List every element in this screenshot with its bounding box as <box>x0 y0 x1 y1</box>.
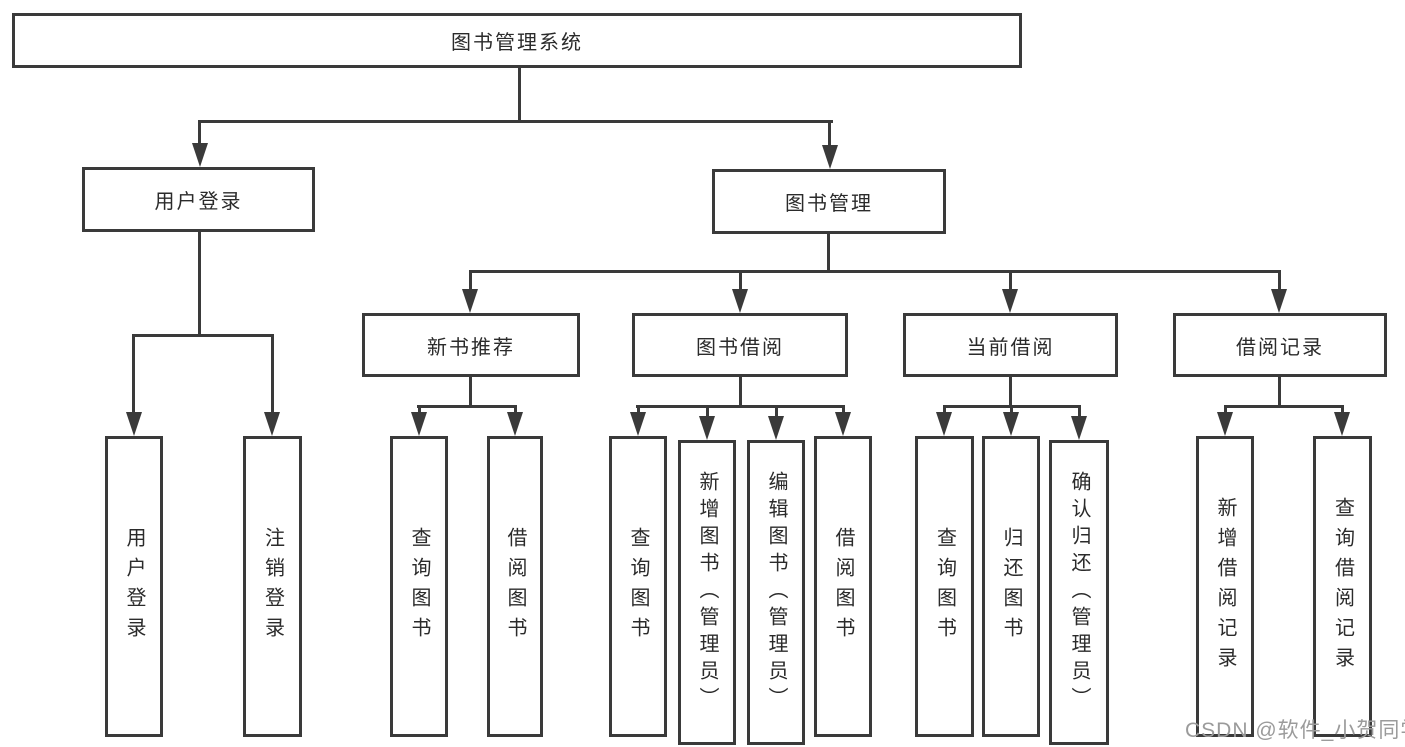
leaf-cb-return-books-label: 归还图书 <box>1000 526 1022 647</box>
edge-cb-leaf3 <box>1078 405 1081 423</box>
leaf-cb-confirm-return-admin: 确认归还（管理员） <box>1049 440 1109 745</box>
leaf-user-login-label: 用户登录 <box>123 526 145 647</box>
edge-to-book-mgmt <box>828 120 831 148</box>
edge-user-login-span <box>132 334 274 337</box>
arrowhead-cb-leaf1 <box>936 412 952 436</box>
edge-borrow-records-span <box>1224 405 1344 408</box>
node-book-mgmt-label: 图书管理 <box>785 193 873 215</box>
arrowhead-cb-leaf3 <box>1071 416 1087 440</box>
arrowhead-new-books <box>462 289 478 313</box>
leaf-user-login: 用户登录 <box>105 436 163 737</box>
edge-book-mgmt-drop <box>827 234 830 272</box>
leaf-bb-borrow-books-label: 借阅图书 <box>832 526 854 647</box>
node-root: 图书管理系统 <box>12 13 1022 68</box>
arrowhead-book-borrow <box>732 289 748 313</box>
arrowhead-nb-leaf2 <box>507 412 523 436</box>
leaf-br-add-record-label: 新增借阅记录 <box>1214 496 1236 677</box>
arrowhead-bb-leaf1 <box>630 412 646 436</box>
leaf-cb-query-books: 查询图书 <box>915 436 974 737</box>
leaf-br-add-record: 新增借阅记录 <box>1196 436 1254 737</box>
node-user-login: 用户登录 <box>82 167 315 232</box>
watermark-text: CSDN @软件_小贺同学 <box>1185 719 1405 742</box>
edge-to-user-login <box>198 120 201 148</box>
leaf-logout-label: 注销登录 <box>261 526 284 647</box>
edge-book-borrow-drop <box>739 375 742 407</box>
edge-level3-span <box>469 270 1281 273</box>
arrowhead-br-leaf1 <box>1217 412 1233 436</box>
arrowhead-leaf-login <box>126 412 142 436</box>
edge-to-borrow-records <box>1278 270 1281 292</box>
edge-to-book-borrow <box>739 270 742 292</box>
arrowhead-br-leaf2 <box>1334 412 1350 436</box>
edge-new-books-span <box>417 405 517 408</box>
arrowhead-book-mgmt <box>822 145 838 169</box>
node-user-login-label: 用户登录 <box>154 191 243 213</box>
leaf-bb-query-books: 查询图书 <box>609 436 667 737</box>
arrowhead-bb-leaf2 <box>699 416 715 440</box>
arrowhead-user-login <box>192 143 208 167</box>
leaf-cb-return-books: 归还图书 <box>982 436 1040 737</box>
watermark: CSDN @软件_小贺同学 <box>1185 714 1405 744</box>
edge-borrow-records-drop <box>1278 375 1281 407</box>
node-book-borrow: 图书借阅 <box>632 313 848 377</box>
edge-book-borrow-span <box>636 405 845 408</box>
leaf-nb-query-books: 查询图书 <box>390 436 448 737</box>
leaf-nb-query-books-label: 查询图书 <box>408 526 430 647</box>
node-book-borrow-label: 图书借阅 <box>696 336 784 359</box>
leaf-bb-query-books-label: 查询图书 <box>627 526 649 647</box>
node-root-label: 图书管理系统 <box>451 32 583 54</box>
leaf-bb-edit-books-admin-label: 编辑图书（管理员） <box>765 471 787 714</box>
edge-current-borrow-drop <box>1009 375 1012 407</box>
node-current-borrow-label: 当前借阅 <box>966 336 1055 359</box>
node-book-mgmt: 图书管理 <box>712 169 946 234</box>
arrowhead-borrow-records <box>1271 289 1287 313</box>
node-borrow-records: 借阅记录 <box>1173 313 1387 377</box>
leaf-cb-confirm-return-admin-label: 确认归还（管理员） <box>1068 471 1090 714</box>
leaf-br-query-record: 查询借阅记录 <box>1313 436 1372 737</box>
node-new-books-label: 新书推荐 <box>427 336 515 359</box>
leaf-cb-query-books-label: 查询图书 <box>933 526 956 647</box>
edge-new-books-drop <box>469 375 472 407</box>
edge-root-drop <box>518 66 521 122</box>
leaf-bb-edit-books-admin: 编辑图书（管理员） <box>747 440 805 745</box>
edge-level2-span <box>198 120 833 123</box>
arrowhead-nb-leaf1 <box>411 412 427 436</box>
edge-to-leaf-login <box>132 334 135 414</box>
edge-to-new-books <box>469 270 472 292</box>
leaf-bb-add-books-admin-label: 新增图书（管理员） <box>696 471 718 714</box>
leaf-nb-borrow-books: 借阅图书 <box>487 436 543 737</box>
arrowhead-bb-leaf3 <box>768 416 784 440</box>
node-borrow-records-label: 借阅记录 <box>1236 336 1324 359</box>
leaf-logout: 注销登录 <box>243 436 302 737</box>
leaf-br-query-record-label: 查询借阅记录 <box>1331 496 1354 677</box>
edge-to-current-borrow <box>1009 270 1012 292</box>
edge-bb-leaf3 <box>775 405 778 423</box>
leaf-nb-borrow-books-label: 借阅图书 <box>504 526 526 647</box>
leaf-bb-add-books-admin: 新增图书（管理员） <box>678 440 736 745</box>
node-new-books: 新书推荐 <box>362 313 580 377</box>
arrowhead-leaf-logout <box>264 412 280 436</box>
edge-to-leaf-logout <box>271 334 274 414</box>
node-current-borrow: 当前借阅 <box>903 313 1118 377</box>
arrowhead-current-borrow <box>1002 289 1018 313</box>
leaf-bb-borrow-books: 借阅图书 <box>814 436 872 737</box>
arrowhead-bb-leaf4 <box>835 412 851 436</box>
edge-user-login-drop <box>198 232 201 336</box>
edge-bb-leaf2 <box>706 405 709 423</box>
arrowhead-cb-leaf2 <box>1003 412 1019 436</box>
